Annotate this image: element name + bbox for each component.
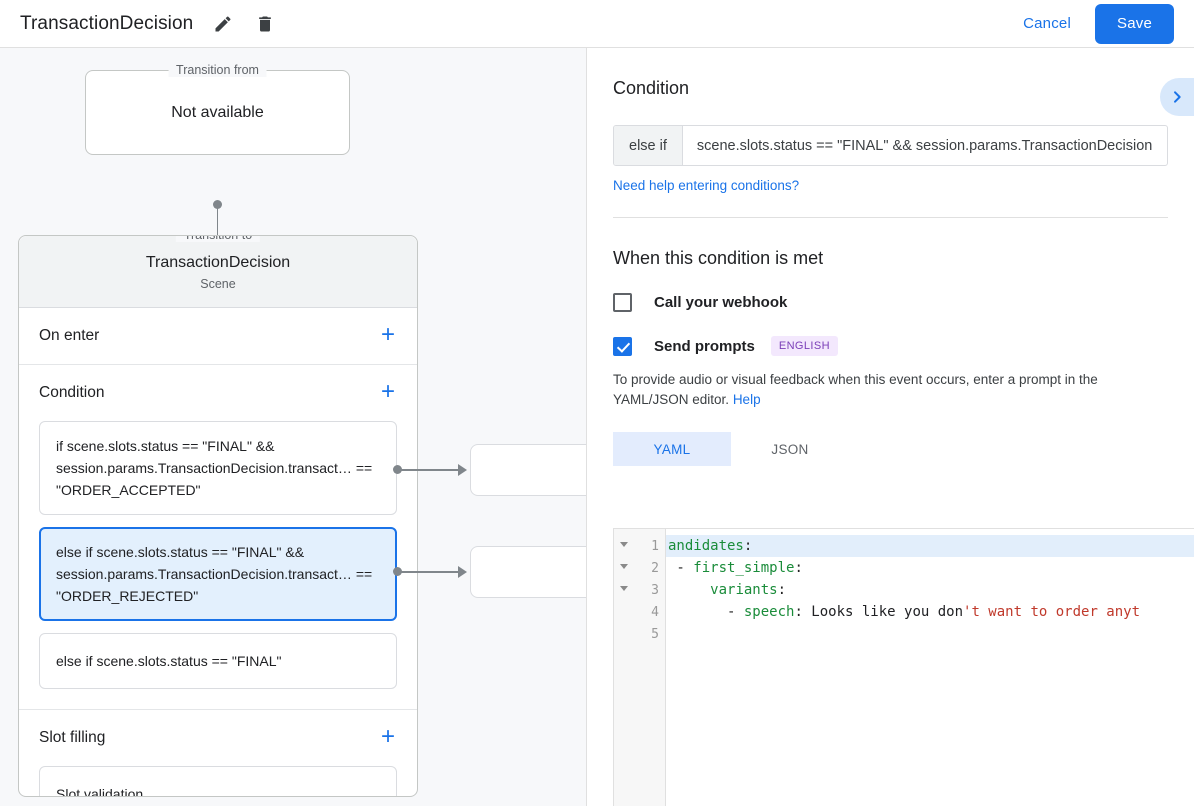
condition-card[interactable]: if scene.slots.status == "FINAL" && sess… [39,421,397,515]
section-title-slot-filling: Slot filling [39,729,106,746]
prompt-note: To provide audio or visual feedback when… [613,370,1168,410]
app-header: TransactionDecision Cancel Save [0,0,1194,48]
condition-card[interactable]: else if scene.slots.status == "FINAL" [39,633,397,689]
editor-line-number: 1 [614,535,665,557]
fold-triangle-icon[interactable] [620,564,628,569]
target-node[interactable] [470,546,586,598]
condition-list: if scene.slots.status == "FINAL" && sess… [39,421,397,709]
editor-line-number: 3 [614,579,665,601]
connector-line-vertical [216,204,218,261]
editor-code-line [666,623,1194,645]
scene-header: TransactionDecision Scene [19,236,417,308]
transition-to-legend: Transition to [175,236,261,242]
save-button[interactable]: Save [1095,3,1174,44]
connector-dot [393,465,402,474]
send-prompts-checkbox[interactable] [613,336,632,356]
prompt-note-help-link[interactable]: Help [732,392,761,407]
condition-card-selected[interactable]: else if scene.slots.status == "FINAL" &&… [39,527,397,621]
webhook-label: Call your webhook [654,294,788,311]
section-on-enter: On enter + [19,308,417,365]
trash-icon[interactable] [253,12,277,36]
send-prompts-checkbox-row[interactable]: Send prompts ENGLISH [613,336,1168,356]
condition-input-row[interactable]: else if [613,125,1168,166]
tab-yaml[interactable]: YAML [613,432,731,466]
editor-line-number: 2 [614,557,665,579]
language-badge: ENGLISH [770,336,838,356]
transition-from-value: Not available [171,103,264,121]
editor-code-line: - first_simple: [668,560,803,576]
editor-line-number: 5 [651,626,659,642]
panel-divider [613,217,1168,218]
webhook-checkbox-row[interactable]: Call your webhook [613,293,1168,312]
editor-code-line: variants: [710,582,787,598]
add-slot-filling-button[interactable]: + [380,722,395,750]
prompt-note-text: To provide audio or visual feedback when… [613,372,1098,407]
webhook-checkbox[interactable] [613,293,632,312]
editor-code-area[interactable]: andidates: - first_simple: variants: - s… [666,529,1194,806]
editor-code-line: - speech: Looks like you don't want to o… [668,604,1141,620]
section-title-condition: Condition [39,384,105,401]
when-condition-met-section: When this condition is met Call your web… [587,218,1194,466]
add-on-enter-button[interactable]: + [380,320,395,348]
fold-triangle-icon[interactable] [620,542,628,547]
editor-code-line: andidates: [666,535,1194,557]
condition-panel-title: Condition [613,78,690,98]
pencil-icon[interactable] [211,12,235,36]
send-prompts-label: Send prompts [654,337,755,355]
section-condition: Condition + if scene.slots.status == "FI… [19,365,417,710]
cancel-button[interactable]: Cancel [1013,7,1081,40]
connector-line-horizontal [400,571,460,573]
connector-arrow-right [458,464,467,476]
target-node[interactable] [470,444,586,496]
fold-triangle-icon[interactable] [620,586,628,591]
details-panel: Condition else if Need help entering con… [586,48,1194,806]
condition-prefix: else if [614,126,683,165]
transition-to-node[interactable]: Transition to TransactionDecision Scene … [18,235,418,797]
flow-canvas[interactable]: Transition from Not available Transition… [0,48,586,806]
scene-type: Scene [200,277,236,291]
connector-line-horizontal [400,469,460,471]
section-title-on-enter: On enter [39,327,100,344]
add-condition-button[interactable]: + [380,377,395,405]
transition-from-node[interactable]: Transition from Not available [85,63,350,155]
condition-expression-input[interactable] [682,126,1167,165]
connector-dot [393,567,402,576]
condition-section: Condition else if Need help entering con… [587,48,1194,218]
transition-from-legend: Transition from [168,63,267,77]
tab-json[interactable]: JSON [771,441,809,457]
condition-help-link[interactable]: Need help entering conditions? [613,178,800,193]
slot-filling-list: Slot validation [39,766,397,796]
slot-validation-card[interactable]: Slot validation [39,766,397,796]
editor-line-number: 4 [651,604,659,620]
when-condition-met-title: When this condition is met [613,248,824,268]
page-title: TransactionDecision [20,12,194,34]
editor-format-tabs: YAML JSON [613,432,1168,466]
connector-arrow-right [458,566,467,578]
chevron-right-icon[interactable] [1160,78,1194,116]
scene-name: TransactionDecision [145,254,291,271]
section-slot-filling: Slot filling + Slot validation [19,710,417,796]
